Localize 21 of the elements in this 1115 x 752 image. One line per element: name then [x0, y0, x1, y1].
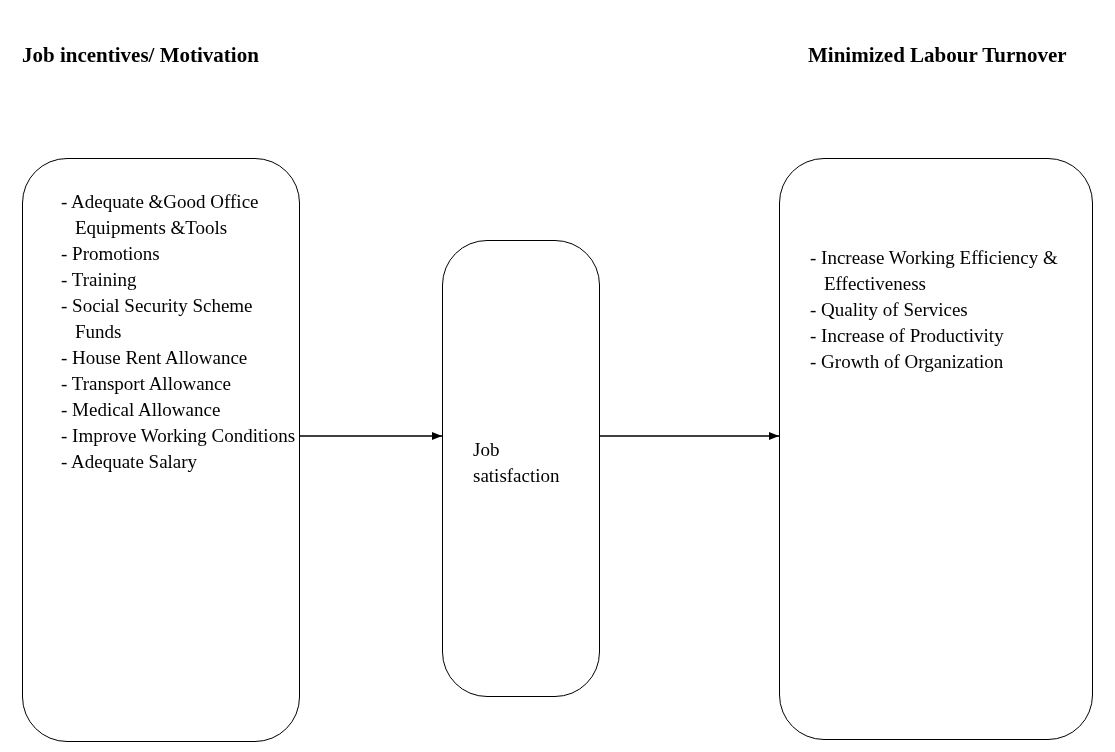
rounded-box: [442, 240, 600, 697]
list-item: - Transport Allowance: [61, 372, 232, 396]
rounded-box: [22, 158, 300, 742]
column-heading: Job incentives/ Motivation: [22, 42, 259, 69]
list-item: - House Rent Allowance: [61, 346, 249, 370]
list-item: - Quality of Services: [810, 298, 969, 322]
list-item: - Adequate &Good Office Equipments &Tools: [61, 190, 260, 240]
list-item: - Training: [61, 268, 138, 292]
list-item: - Growth of Organization: [810, 350, 1005, 374]
list-item: - Increase of Productivity: [810, 324, 1005, 348]
list-item: - Adequate Salary: [61, 450, 199, 474]
arrow: [599, 432, 780, 440]
rounded-box: [779, 158, 1093, 740]
list-item: - Improve Working Conditions: [61, 424, 296, 448]
box-text: Job satisfaction: [473, 438, 561, 488]
arrow: [299, 432, 443, 440]
list-item: - Promotions: [61, 242, 161, 266]
list-item: - Increase Working Efficiency & Effectiveness: [810, 246, 1059, 296]
list-item: - Medical Allowance: [61, 398, 222, 422]
list-item: - Social Security Scheme Funds: [61, 294, 254, 344]
column-heading: Minimized Labour Turnover: [808, 42, 1067, 69]
